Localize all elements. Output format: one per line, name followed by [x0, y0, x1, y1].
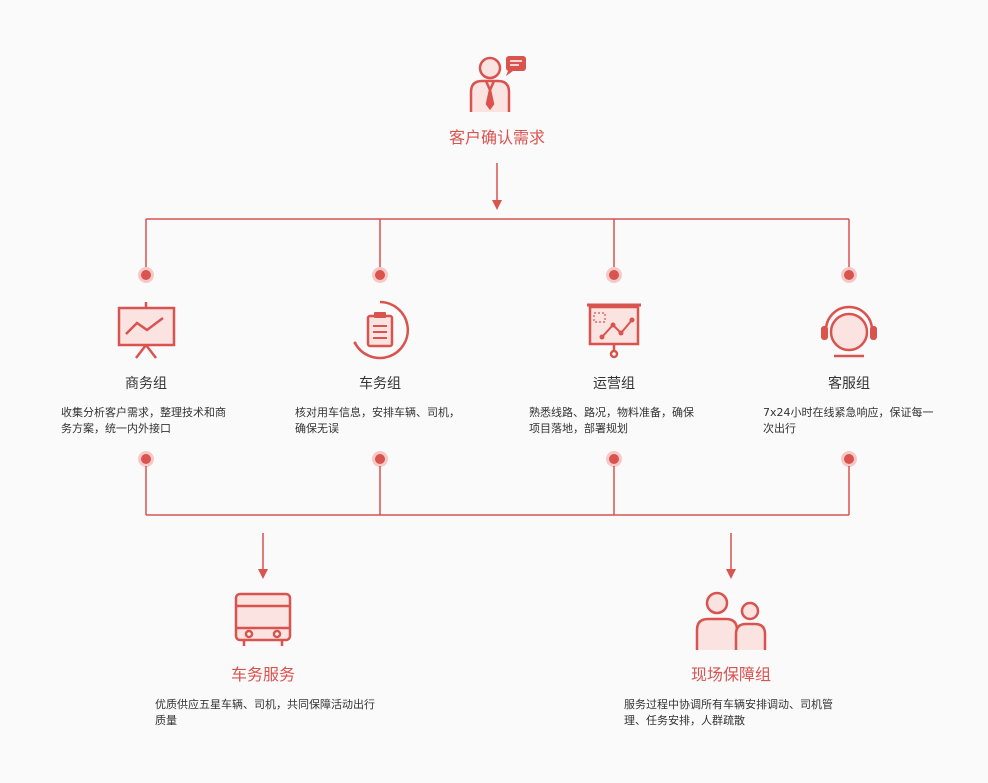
- group-title-business: 商务组: [125, 376, 167, 392]
- lower-node-dots: [138, 451, 857, 467]
- outcome-title-vehicle-service: 车务服务: [230, 665, 296, 684]
- headset-support-icon: [821, 305, 877, 358]
- project-board-graph-icon: [587, 303, 641, 359]
- group-desc-operations: 熟悉线路、路况，物料准备，确保项目落地，部署规划: [529, 406, 694, 435]
- two-people-team-icon: [695, 591, 767, 650]
- group-title-customer-service: 客服组: [828, 376, 870, 392]
- clipboard-checklist-icon: [353, 300, 410, 360]
- bus-icon: [234, 592, 292, 646]
- group-desc-vehicle: 核对用车信息，安排车辆、司机，确保无误: [295, 406, 460, 435]
- group-desc-customer-service: 7x24小时在线紧急响应，保证每一次出行: [763, 406, 934, 435]
- upper-connectors: [145, 219, 850, 268]
- upper-node-dots: [138, 267, 857, 283]
- group-desc-business: 收集分析客户需求，整理技术和商务方案，统一内外接口: [61, 406, 226, 435]
- top-label: 客户确认需求: [448, 128, 546, 147]
- group-title-vehicle: 车务组: [359, 376, 401, 392]
- presentation-board-chart-icon: [117, 302, 176, 359]
- group-title-operations: 运营组: [593, 376, 635, 392]
- businessman-with-chat-icon: [469, 56, 526, 112]
- outcome-desc-onsite-support: 服务过程中协调所有车辆安排调动、司机管理、任务安排，人群疏散: [624, 698, 833, 727]
- outcome-desc-vehicle-service: 优质供应五星车辆、司机，共同保障活动出行质量: [155, 698, 375, 727]
- outcome-title-onsite-support: 现场保障组: [690, 665, 772, 684]
- lower-connectors: [145, 466, 850, 515]
